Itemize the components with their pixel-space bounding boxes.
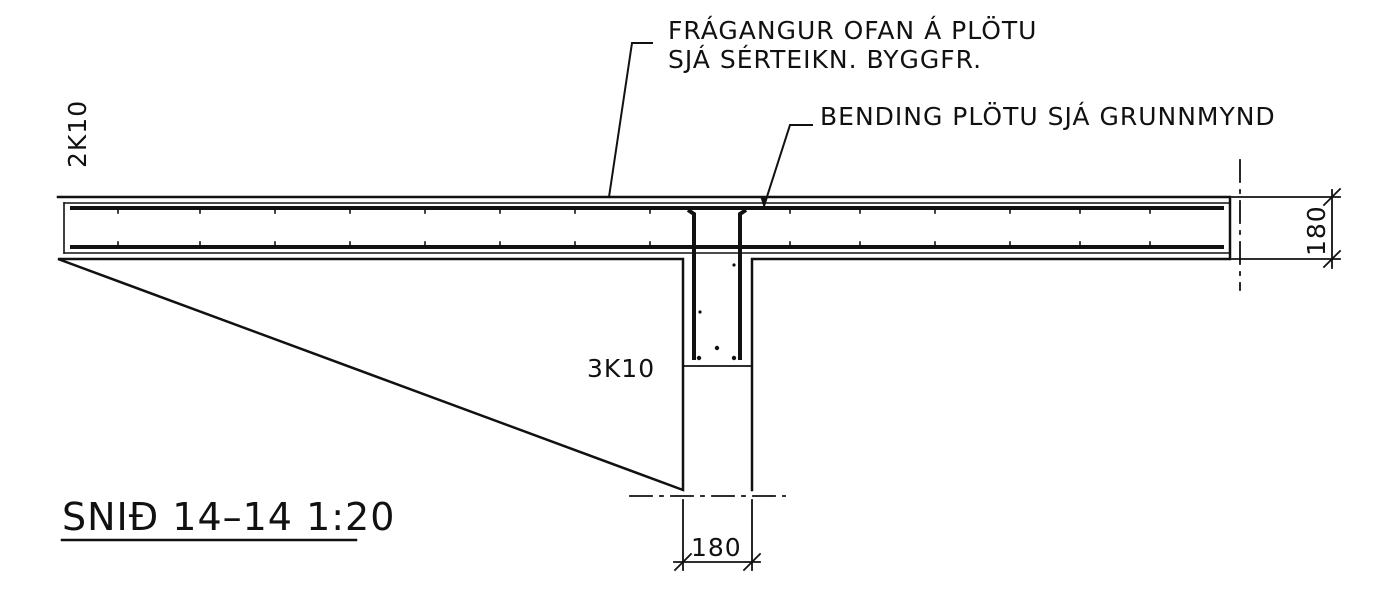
beam-rebar-left <box>686 208 696 360</box>
beam-bar-dot <box>696 355 702 361</box>
beam-bars-label: 3K10 <box>587 354 655 383</box>
beam-rebar-right <box>738 208 748 360</box>
beam-bar-dot <box>698 310 702 314</box>
bottom-rebar-ticks <box>117 241 1151 248</box>
finish-note-line2: SJÁ SÉRTEIKN. BYGGFR. <box>668 45 982 74</box>
slab-dimension <box>1231 187 1342 269</box>
rebar-leader-arrow <box>760 196 768 208</box>
beam-bar-dot <box>714 345 720 351</box>
slab-bars-label: 2K10 <box>63 100 92 168</box>
beam-width-label: 180 <box>691 533 742 562</box>
concrete-outline <box>56 195 1232 492</box>
section-title: SNIÐ 14–14 1:20 <box>62 495 395 539</box>
rebar-leader <box>762 124 813 208</box>
slab-thickness-label: 180 <box>1302 205 1331 256</box>
beam-dimension <box>673 499 762 572</box>
finish-leader <box>607 42 653 199</box>
top-rebar-ticks <box>117 207 1151 214</box>
reinforcement-note: BENDING PLÖTU SJÁ GRUNNMYND <box>820 102 1276 131</box>
finish-note-line1: FRÁGANGUR OFAN Á PLÖTU <box>668 16 1038 45</box>
beam-bar-dot <box>731 355 737 361</box>
beam-bar-dot <box>732 263 736 267</box>
